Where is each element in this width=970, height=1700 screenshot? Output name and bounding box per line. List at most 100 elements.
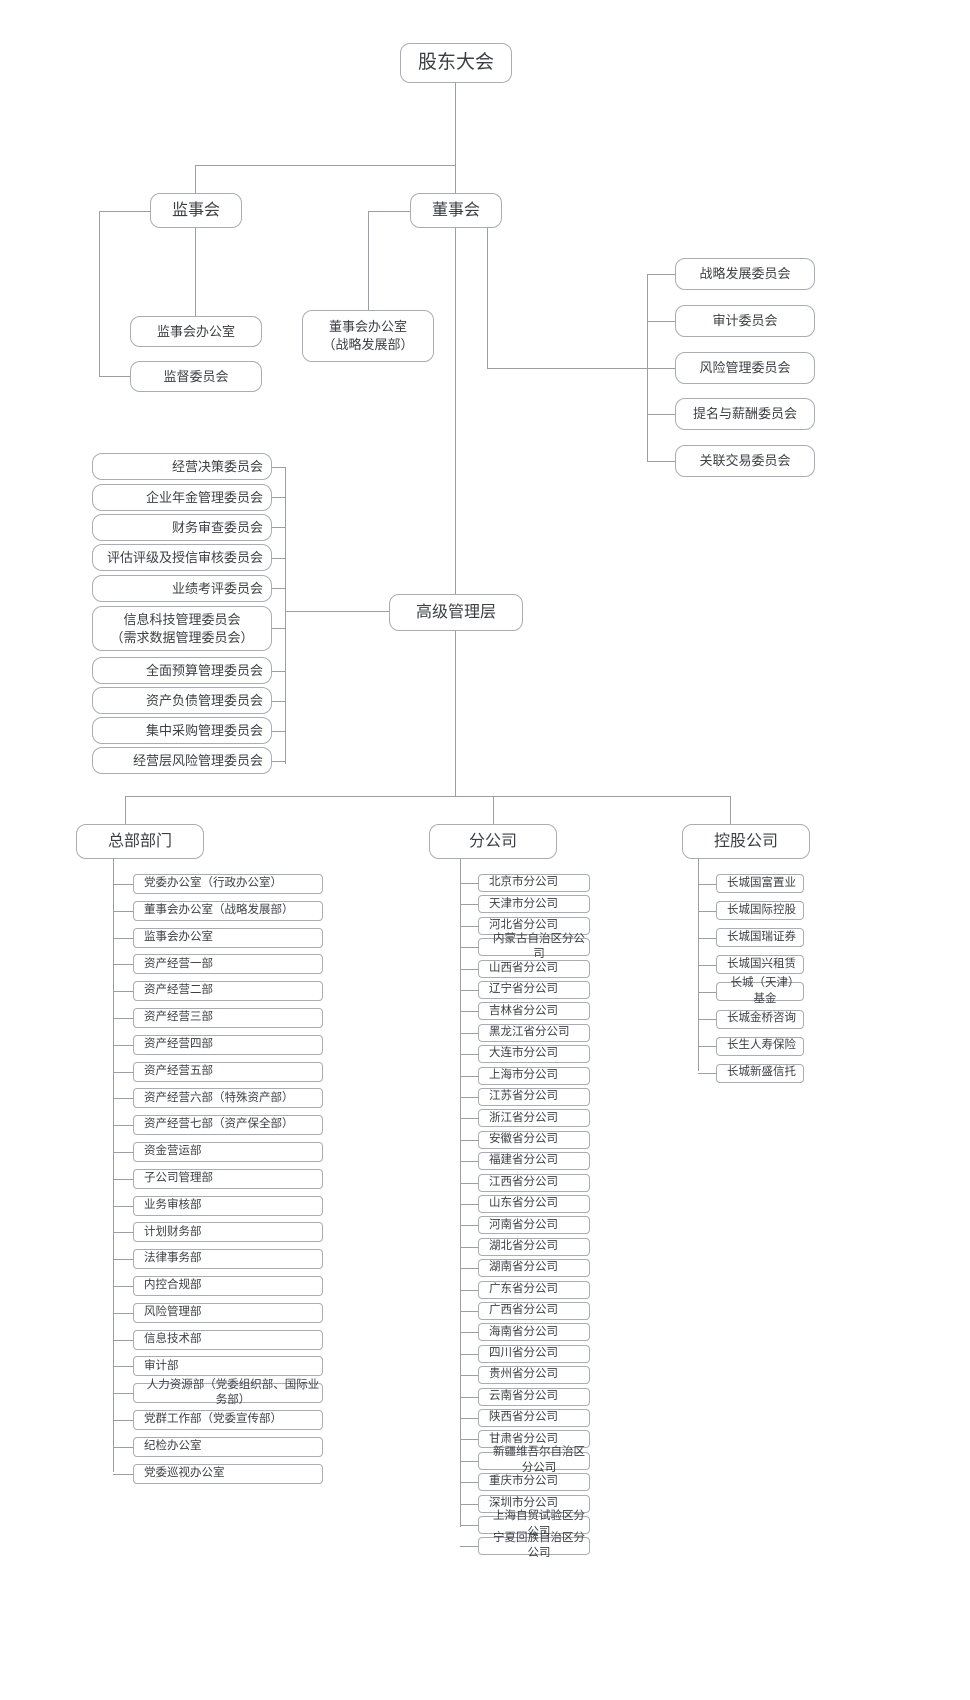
hq-department-0[interactable]: 党委办公室（行政办公室） bbox=[133, 874, 323, 894]
hq-department-12[interactable]: 业务审核部 bbox=[133, 1195, 323, 1216]
branch-company-4[interactable]: 山西省分公司 bbox=[478, 959, 590, 978]
node-group-holdings[interactable]: 控股公司 bbox=[682, 824, 810, 859]
node-label: 长城国富置业 bbox=[727, 876, 796, 889]
branch-company-17[interactable]: 湖北省分公司 bbox=[478, 1237, 590, 1256]
node-mgmt-committee-budget[interactable]: 全面预算管理委员会 bbox=[92, 657, 272, 684]
branch-company-18[interactable]: 湖南省分公司 bbox=[478, 1259, 590, 1278]
hq-department-17[interactable]: 信息技术部 bbox=[133, 1329, 323, 1350]
node-board-committee-risk[interactable]: 风险管理委员会 bbox=[675, 352, 815, 384]
branch-company-15[interactable]: 山东省分公司 bbox=[478, 1195, 590, 1213]
hq-department-1[interactable]: 董事会办公室（战略发展部） bbox=[133, 900, 323, 921]
branch-company-28[interactable]: 重庆市分公司 bbox=[478, 1473, 590, 1492]
hq-department-11[interactable]: 子公司管理部 bbox=[133, 1168, 323, 1189]
hq-department-18[interactable]: 审计部 bbox=[133, 1356, 323, 1377]
branch-company-29[interactable]: 深圳市分公司 bbox=[478, 1494, 590, 1513]
branch-company-1[interactable]: 天津市分公司 bbox=[478, 895, 590, 914]
hq-department-2[interactable]: 监事会办公室 bbox=[133, 927, 323, 948]
holding-company-connector-1 bbox=[698, 910, 716, 912]
branch-company-7[interactable]: 黑龙江省分公司 bbox=[478, 1023, 590, 1042]
node-mgmt-committee-operating-risk[interactable]: 经营层风险管理委员会 bbox=[92, 747, 272, 774]
branch-company-2[interactable]: 河北省分公司 bbox=[478, 916, 590, 935]
branch-company-connector-25 bbox=[460, 1418, 478, 1419]
hq-department-19[interactable]: 人力资源部（党委组织部、国际业务部） bbox=[133, 1379, 323, 1406]
holding-company-5[interactable]: 长城金桥咨询 bbox=[716, 1009, 804, 1029]
branch-company-20[interactable]: 广西省分公司 bbox=[478, 1302, 590, 1320]
branch-company-9[interactable]: 上海市分公司 bbox=[478, 1066, 590, 1085]
hq-department-16[interactable]: 风险管理部 bbox=[133, 1302, 323, 1323]
branch-company-11[interactable]: 浙江省分公司 bbox=[478, 1109, 590, 1128]
node-supervisory-office[interactable]: 监事会办公室 bbox=[130, 316, 262, 347]
hq-department-14[interactable]: 法律事务部 bbox=[133, 1249, 323, 1270]
hq-department-5[interactable]: 资产经营三部 bbox=[133, 1008, 323, 1028]
node-label: 广西省分公司 bbox=[489, 1304, 558, 1317]
branch-company-13[interactable]: 福建省分公司 bbox=[478, 1152, 590, 1171]
connector-supervisory-left-h bbox=[99, 211, 150, 212]
node-mgmt-committee-financial-review[interactable]: 财务审查委员会 bbox=[92, 514, 272, 541]
node-board-of-directors[interactable]: 董事会 bbox=[410, 193, 502, 228]
branch-company-31[interactable]: 宁夏回族自治区分公司 bbox=[478, 1532, 590, 1559]
hq-department-15[interactable]: 内控合规部 bbox=[133, 1276, 323, 1296]
node-label: 计划财务部 bbox=[144, 1225, 202, 1238]
branch-company-25[interactable]: 陕西省分公司 bbox=[478, 1409, 590, 1427]
node-shareholders-meeting[interactable]: 股东大会 bbox=[400, 43, 512, 83]
branch-company-30[interactable]: 上海自贸试验区分公司 bbox=[478, 1510, 590, 1538]
holding-company-4[interactable]: 长城（天津）基金 bbox=[716, 977, 804, 1005]
branch-company-14[interactable]: 江西省分公司 bbox=[478, 1173, 590, 1192]
node-board-office[interactable]: 董事会办公室 （战略发展部） bbox=[302, 310, 434, 362]
connector-group-hq bbox=[125, 796, 126, 824]
node-group-headquarters[interactable]: 总部部门 bbox=[76, 824, 204, 859]
branch-company-6[interactable]: 吉林省分公司 bbox=[478, 1002, 590, 1021]
branch-company-16[interactable]: 河南省分公司 bbox=[478, 1216, 590, 1235]
node-board-committee-audit[interactable]: 审计委员会 bbox=[675, 305, 815, 337]
node-board-committee-strategy[interactable]: 战略发展委员会 bbox=[675, 258, 815, 290]
connector-mgmt-5 bbox=[271, 628, 286, 629]
hq-department-9[interactable]: 资产经营七部（资产保全部） bbox=[133, 1115, 323, 1136]
hq-department-10[interactable]: 资金营运部 bbox=[133, 1142, 323, 1162]
branch-company-26[interactable]: 甘肃省分公司 bbox=[478, 1430, 590, 1449]
node-group-branches[interactable]: 分公司 bbox=[429, 824, 557, 859]
connector-mgmt-8 bbox=[271, 731, 286, 732]
node-mgmt-committee-annuity[interactable]: 企业年金管理委员会 bbox=[92, 484, 272, 511]
node-mgmt-committee-procurement[interactable]: 集中采购管理委员会 bbox=[92, 717, 272, 744]
node-supervisory-board[interactable]: 监事会 bbox=[150, 193, 242, 228]
hq-department-8[interactable]: 资产经营六部（特殊资产部） bbox=[133, 1088, 323, 1109]
hq-department-connector-18 bbox=[113, 1366, 133, 1368]
branch-company-8[interactable]: 大连市分公司 bbox=[478, 1045, 590, 1064]
hq-department-20[interactable]: 党群工作部（党委宣传部） bbox=[133, 1410, 323, 1430]
holding-company-3[interactable]: 长城国兴租赁 bbox=[716, 955, 804, 975]
branch-company-23[interactable]: 贵州省分公司 bbox=[478, 1366, 590, 1385]
holding-company-2[interactable]: 长城国瑞证券 bbox=[716, 928, 804, 948]
branch-company-19[interactable]: 广东省分公司 bbox=[478, 1280, 590, 1299]
branch-company-0[interactable]: 北京市分公司 bbox=[478, 874, 590, 892]
branch-company-22[interactable]: 四川省分公司 bbox=[478, 1344, 590, 1363]
node-board-committee-related-transactions[interactable]: 关联交易委员会 bbox=[675, 445, 815, 477]
branch-company-24[interactable]: 云南省分公司 bbox=[478, 1387, 590, 1406]
hq-department-6[interactable]: 资产经营四部 bbox=[133, 1034, 323, 1055]
hq-department-3[interactable]: 资产经营一部 bbox=[133, 954, 323, 975]
node-mgmt-committee-operating-decision[interactable]: 经营决策委员会 bbox=[92, 453, 272, 480]
node-mgmt-committee-it[interactable]: 信息科技管理委员会 （需求数据管理委员会） bbox=[92, 606, 272, 651]
branch-company-10[interactable]: 江苏省分公司 bbox=[478, 1088, 590, 1106]
hq-department-7[interactable]: 资产经营五部 bbox=[133, 1061, 323, 1082]
node-supervision-committee[interactable]: 监督委员会 bbox=[130, 361, 262, 392]
node-senior-management[interactable]: 高级管理层 bbox=[389, 594, 523, 631]
node-board-committee-nomination[interactable]: 提名与薪酬委员会 bbox=[675, 398, 815, 430]
connector-committee-0 bbox=[647, 274, 675, 275]
hq-department-22[interactable]: 党委巡视办公室 bbox=[133, 1463, 323, 1484]
node-label: 企业年金管理委员会 bbox=[145, 489, 263, 505]
node-mgmt-committee-asset-liability[interactable]: 资产负债管理委员会 bbox=[92, 687, 272, 714]
hq-department-4[interactable]: 资产经营二部 bbox=[133, 981, 323, 1002]
branch-company-12[interactable]: 安徽省分公司 bbox=[478, 1130, 590, 1149]
branch-company-5[interactable]: 辽宁省分公司 bbox=[478, 981, 590, 999]
hq-department-21[interactable]: 纪检办公室 bbox=[133, 1436, 323, 1457]
branch-company-3[interactable]: 内蒙古自治区分公司 bbox=[478, 933, 590, 960]
branch-company-27[interactable]: 新疆维吾尔自治区分公司 bbox=[478, 1446, 590, 1474]
holding-company-1[interactable]: 长城国际控股 bbox=[716, 901, 804, 921]
node-mgmt-committee-performance[interactable]: 业绩考评委员会 bbox=[92, 575, 272, 602]
branch-company-21[interactable]: 海南省分公司 bbox=[478, 1323, 590, 1342]
holding-company-0[interactable]: 长城国富置业 bbox=[716, 874, 804, 893]
node-mgmt-committee-valuation-credit[interactable]: 评估评级及授信审核委员会 bbox=[92, 544, 272, 571]
holding-company-6[interactable]: 长生人寿保险 bbox=[716, 1036, 804, 1056]
hq-department-13[interactable]: 计划财务部 bbox=[133, 1222, 323, 1243]
holding-company-7[interactable]: 长城新盛信托 bbox=[716, 1063, 804, 1083]
